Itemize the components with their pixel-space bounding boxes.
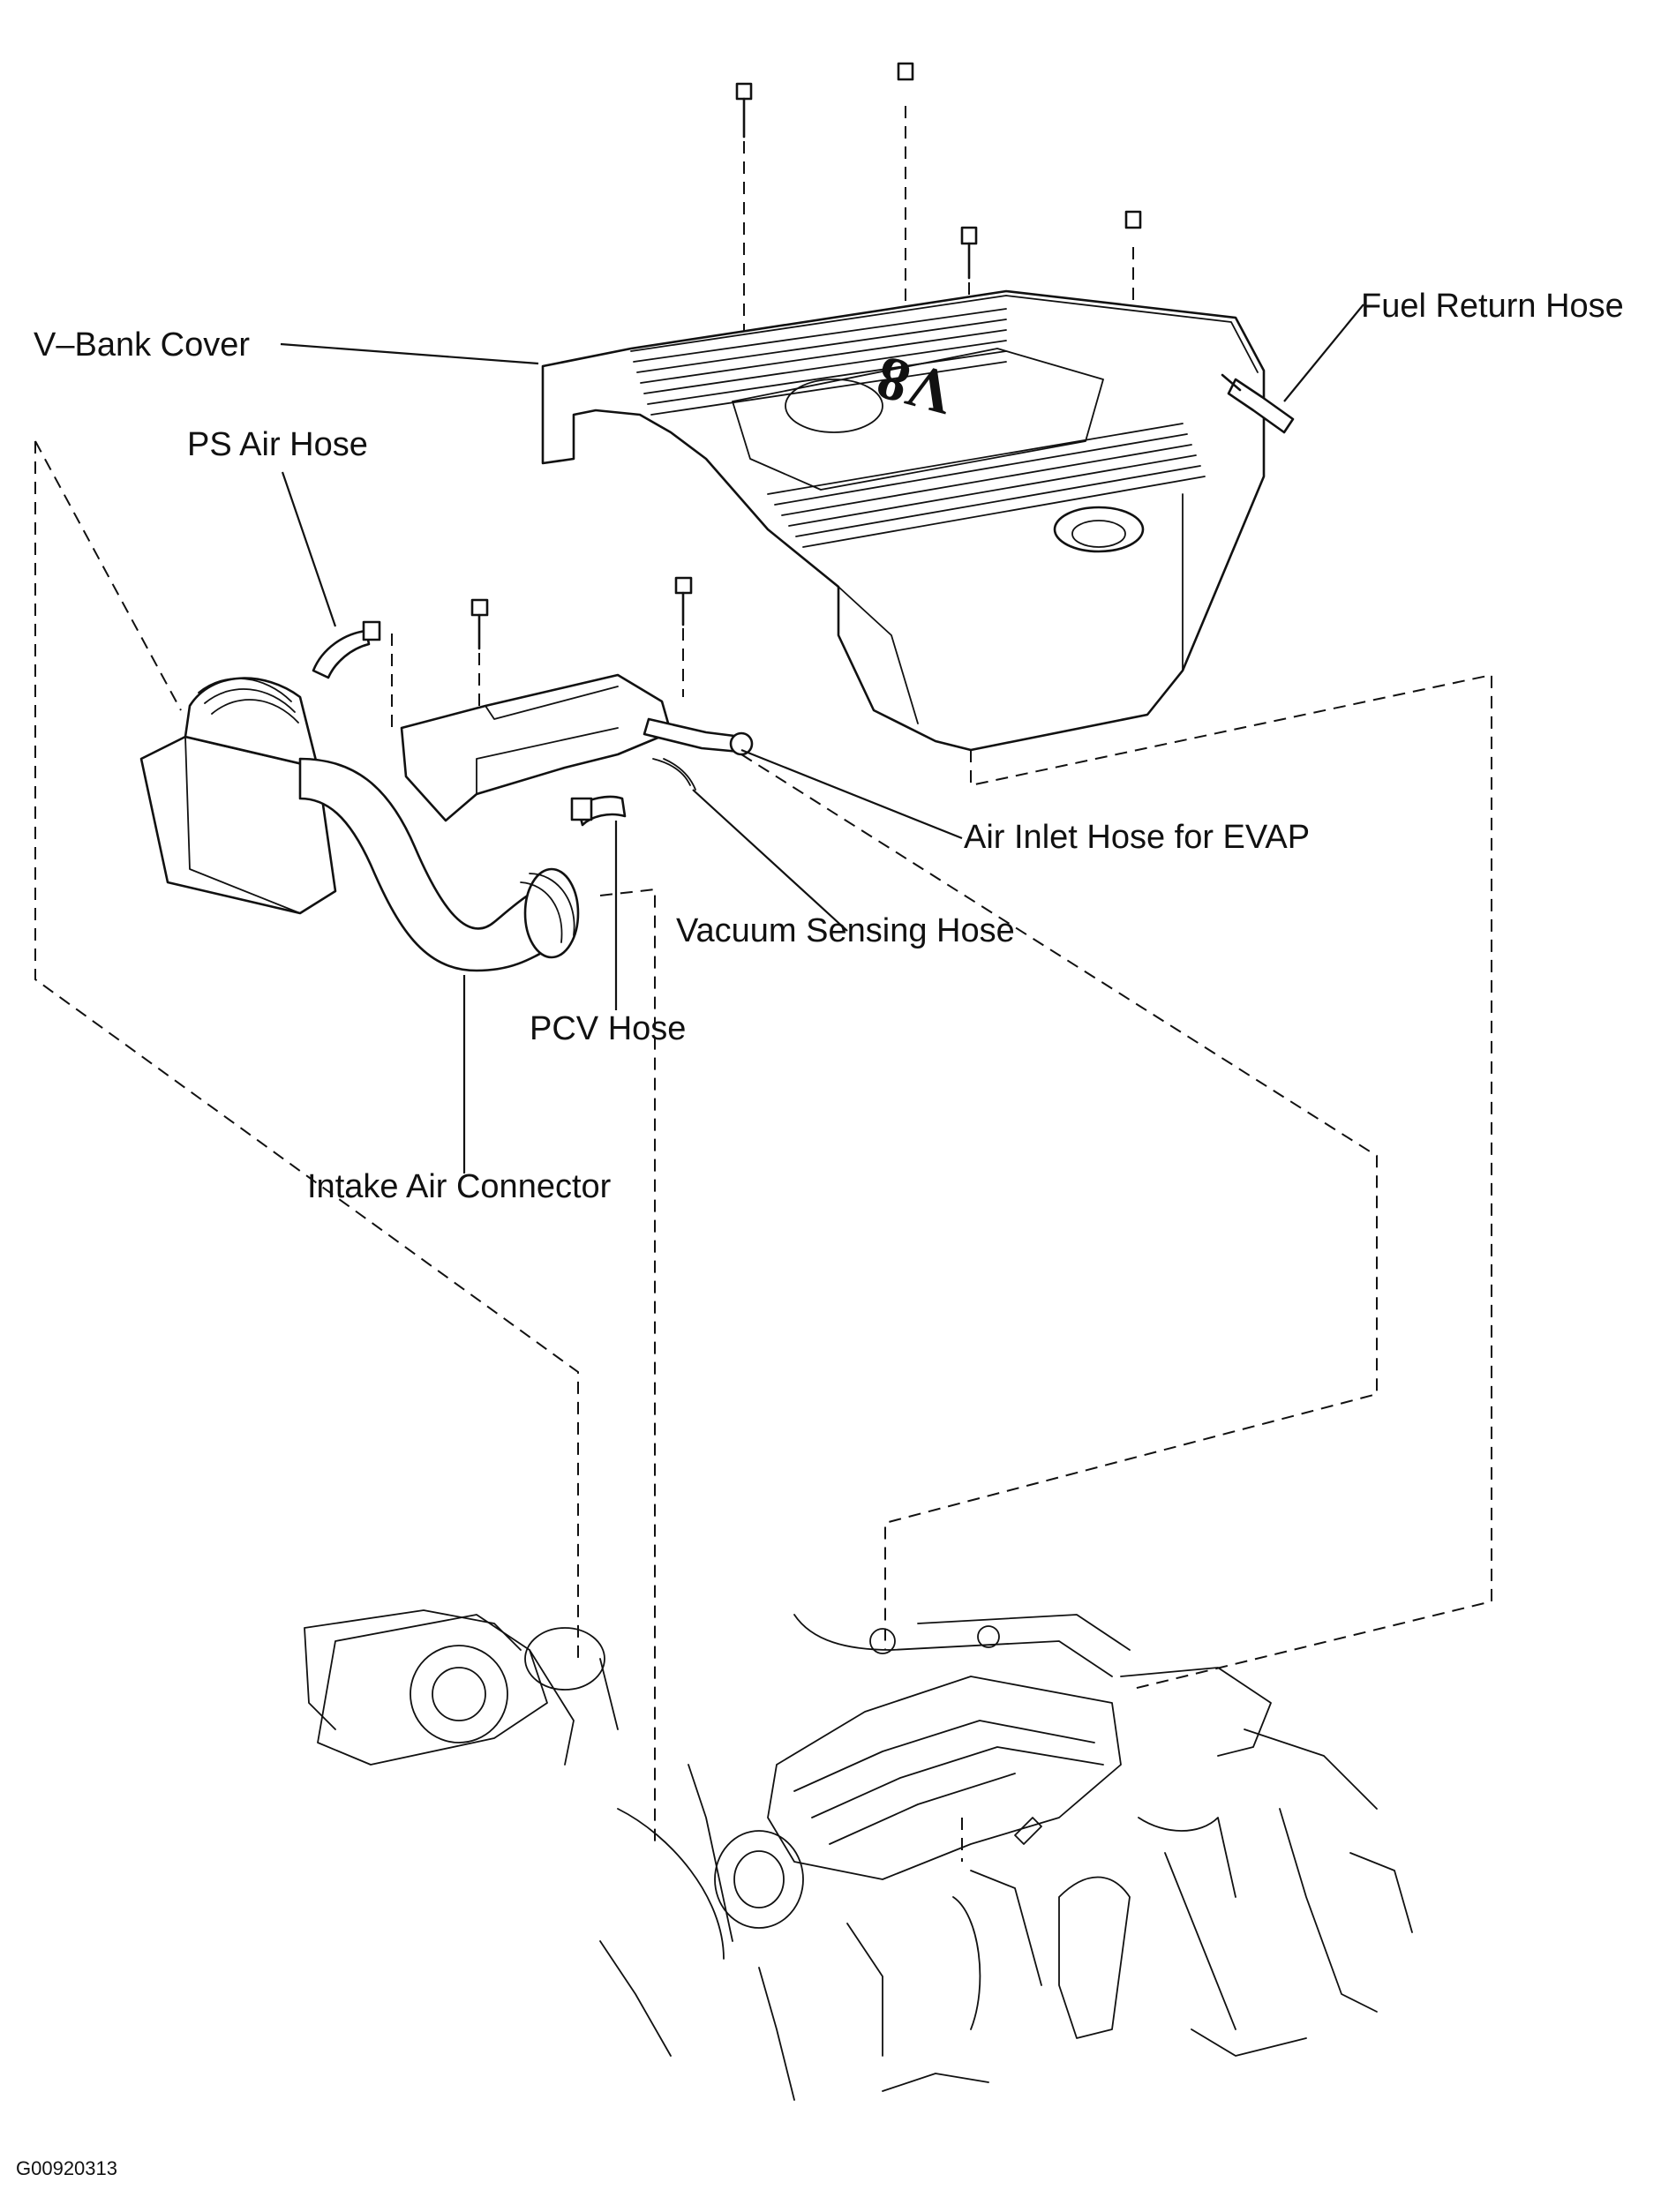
label-fuel-return-hose: Fuel Return Hose xyxy=(1361,288,1624,325)
ps-air-hose-drawing xyxy=(312,620,381,679)
label-v-bank-cover: V–Bank Cover xyxy=(34,326,251,364)
evap-hose-drawing xyxy=(643,717,754,756)
label-ps-air-hose: PS Air Hose xyxy=(187,426,368,463)
air-cleaner-drawing xyxy=(139,673,673,972)
cover-ribs xyxy=(633,308,1206,548)
v-bank-cover-drawing: V8 xyxy=(541,289,1266,752)
cover-bolts xyxy=(735,62,1142,280)
fuel-return-hose-drawing xyxy=(1221,373,1295,434)
figure-code: G00920313 xyxy=(16,2157,117,2179)
label-vacuum-sensing-hose: Vacuum Sensing Hose xyxy=(676,912,1015,949)
engine-manifold-drawing xyxy=(304,1609,1413,2101)
pcv-hose-drawing xyxy=(570,795,627,827)
leader-lines xyxy=(280,304,1364,1173)
label-intake-air-connector: Intake Air Connector xyxy=(307,1168,612,1205)
resonator-bolts xyxy=(470,576,693,650)
label-air-inlet-hose-evap: Air Inlet Hose for EVAP xyxy=(964,819,1311,856)
vacuum-hose-drawing xyxy=(652,758,696,791)
intake-bellows xyxy=(198,678,299,724)
label-pcv-hose: PCV Hose xyxy=(530,1010,687,1047)
